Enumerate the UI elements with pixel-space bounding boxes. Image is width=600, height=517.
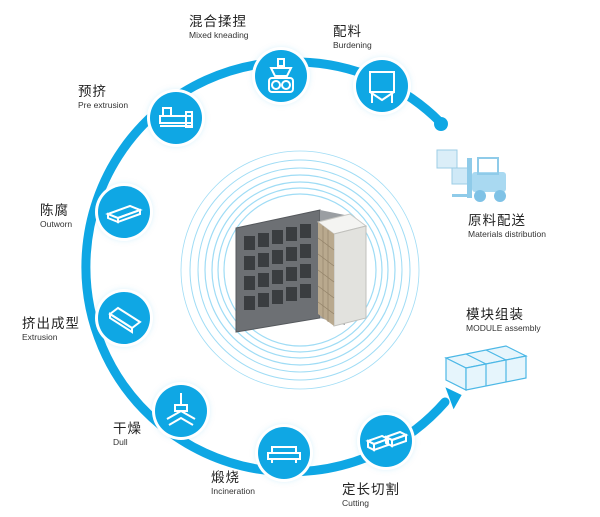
label-mixed-kneading-cn: 混合揉捏 <box>189 14 247 29</box>
label-pre-extrusion-cn: 预挤 <box>78 84 107 99</box>
kneading-machine-icon <box>268 58 294 93</box>
label-burdening-cn: 配料 <box>333 24 362 39</box>
extrusion-block-icon <box>108 306 142 334</box>
label-cutting-cn: 定长切割 <box>342 482 400 497</box>
arrow-head <box>445 387 462 410</box>
label-module-assembly-en: MODULE assembly <box>466 322 541 333</box>
label-materials-distribution-cn: 原料配送 <box>468 213 526 228</box>
label-dull-cn: 干燥 <box>113 421 142 436</box>
node-outworn <box>98 186 150 238</box>
center-rings <box>180 150 420 390</box>
brick-block-icon <box>105 204 143 224</box>
node-pre-extrusion <box>150 92 202 144</box>
label-pre-extrusion: 预挤 Pre extrusion <box>78 84 128 110</box>
hopper-icon <box>369 71 395 103</box>
label-dull: 干燥 Dull <box>113 421 142 447</box>
label-burdening-en: Burdening <box>333 39 372 50</box>
label-extrusion-cn: 挤出成型 <box>22 316 80 331</box>
label-module-assembly: 模块组装 MODULE assembly <box>466 307 541 333</box>
node-extrusion <box>98 292 150 344</box>
label-outworn-cn: 陈腐 <box>40 203 69 218</box>
label-materials-distribution-en: Materials distribution <box>468 228 546 239</box>
label-cutting-en: Cutting <box>342 497 369 508</box>
label-materials-distribution: 原料配送 Materials distribution <box>468 213 546 239</box>
label-module-assembly-cn: 模块组装 <box>466 307 524 322</box>
node-dull <box>155 385 207 437</box>
node-cutting <box>360 415 412 467</box>
module-assembly-icon <box>444 345 528 391</box>
forklift-icon <box>436 149 506 202</box>
cutting-blocks-icon <box>365 430 409 452</box>
label-cutting: 定长切割 Cutting <box>342 482 400 508</box>
label-mixed-kneading: 混合揉捏 Mixed kneading <box>189 14 249 40</box>
product-image <box>235 209 368 333</box>
arc-end-dot <box>434 117 448 131</box>
label-burdening: 配料 Burdening <box>333 24 372 50</box>
label-incineration-en: Incineration <box>211 485 255 496</box>
label-incineration-cn: 煅烧 <box>211 470 240 485</box>
label-outworn-en: Outworn <box>40 218 73 229</box>
pre-extruder-icon <box>159 107 193 128</box>
label-extrusion: 挤出成型 Extrusion <box>22 316 80 342</box>
label-dull-en: Dull <box>113 436 128 447</box>
label-mixed-kneading-en: Mixed kneading <box>189 29 249 40</box>
drying-icon <box>166 393 196 426</box>
node-mixed-kneading <box>255 50 307 102</box>
label-pre-extrusion-en: Pre extrusion <box>78 99 129 110</box>
label-outworn: 陈腐 Outworn <box>40 203 72 229</box>
kiln-tray-icon <box>267 446 301 463</box>
node-burdening <box>356 60 408 112</box>
node-incineration <box>258 427 310 479</box>
label-incineration: 煅烧 Incineration <box>211 470 255 496</box>
label-extrusion-en: Extrusion <box>22 331 58 342</box>
